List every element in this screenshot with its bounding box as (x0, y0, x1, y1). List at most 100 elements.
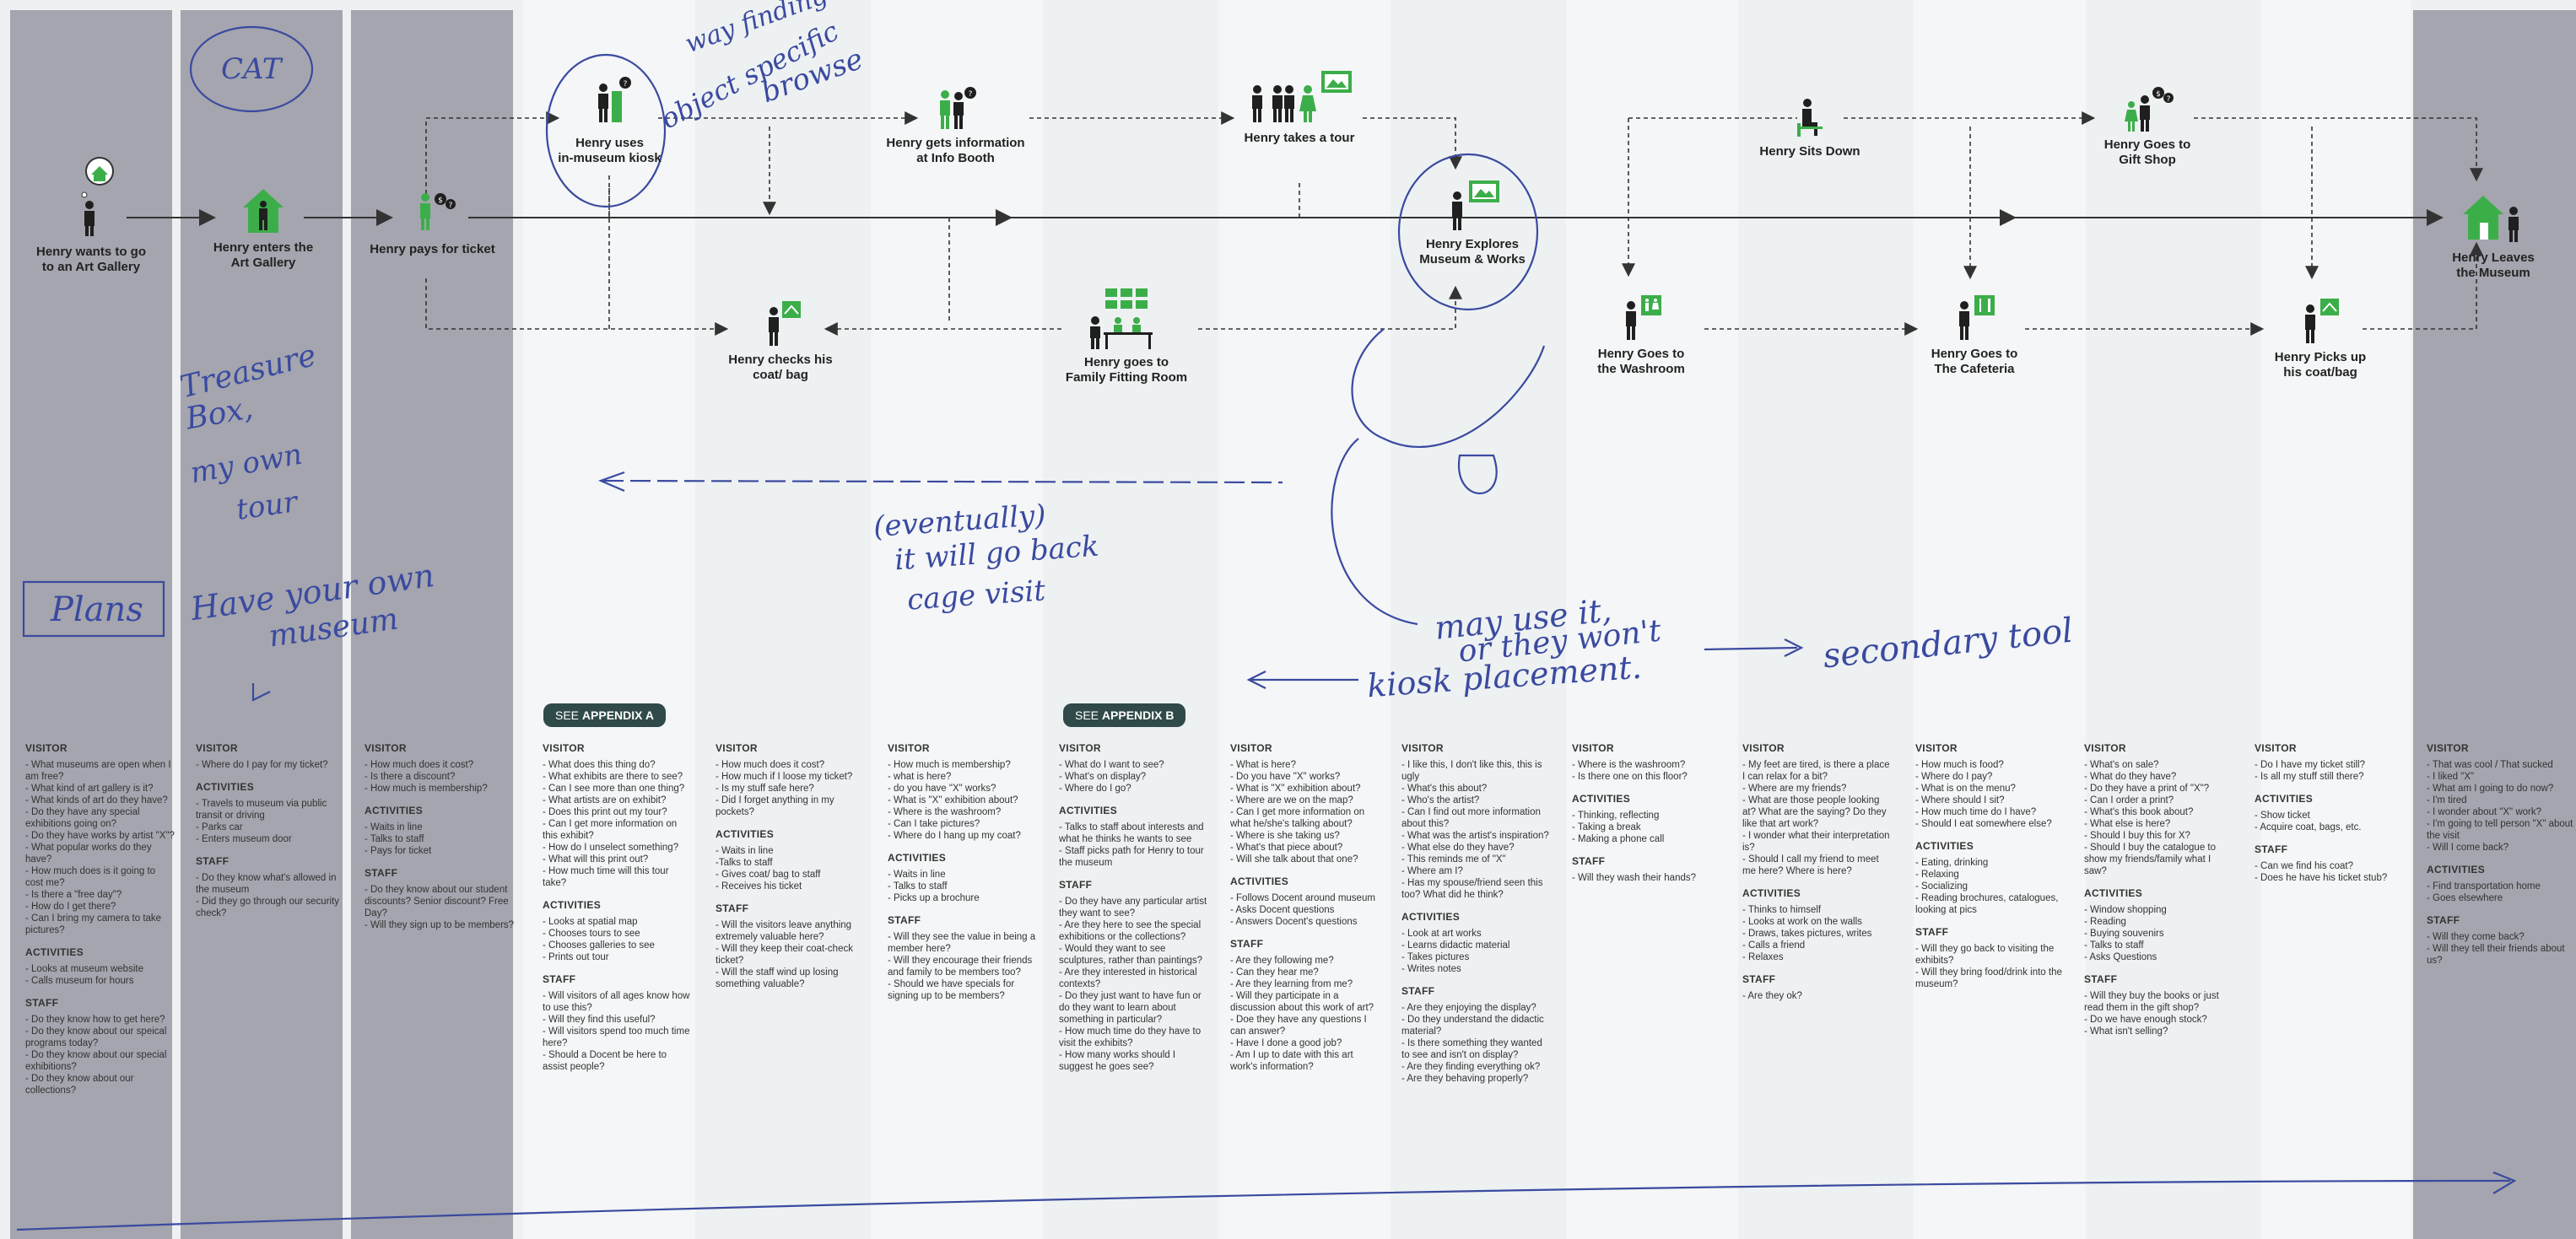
person-viewing-art-icon (1452, 180, 1499, 230)
list-item: - Where are my friends? (1742, 784, 1847, 794)
appendix-a-badge[interactable]: SEE APPENDIX A (543, 703, 666, 727)
list-item: - Prints out tour (543, 952, 609, 962)
list-item: - What is "X" exhibition about? (1230, 784, 1361, 794)
stage-column-7 (1045, 0, 1217, 1239)
stage-column-6 (871, 0, 1043, 1239)
node-family-room: Henry goes to Family Fitting Room (1055, 287, 1198, 385)
section-list: - Are they enjoying the display?- Do the… (1401, 1002, 1552, 1085)
stage-column-14 (2261, 0, 2411, 1239)
list-item: - Answers Docent's questions (1230, 917, 1358, 927)
list-item: - How much is membership? (365, 784, 488, 794)
node-explores: Henry Explores Museum & Works (1401, 177, 1544, 267)
section-list: - Will they come back?- Will they tell t… (2427, 931, 2576, 967)
list-item: - Do they know about our special exhibit… (25, 1050, 167, 1072)
section-list: - Do they have any particular artist the… (1059, 896, 1209, 1073)
list-item: - Can I order a print? (2084, 795, 2174, 805)
coat-check-icon (769, 301, 801, 346)
section-heading: ACTIVITIES (2427, 864, 2486, 875)
washroom-icon (1626, 295, 1661, 340)
node-label: Henry Leaves the Museum (2452, 250, 2535, 280)
list-item: - Will they go back to visiting the exhi… (1915, 944, 2055, 966)
list-item: - Buying souvenirs (2084, 929, 2164, 939)
list-item: - What's on sale? (2084, 760, 2159, 770)
list-item: - Should a Docent be here to assist peop… (543, 1050, 667, 1072)
list-item: - Do they know what's allowed in the mus… (196, 873, 337, 895)
list-item: - Do they have any special exhibitions g… (25, 807, 140, 829)
list-item: - Where do I pay for my ticket? (196, 760, 328, 770)
section-list: - Eating, drinking- Relaxing- Socializin… (1915, 857, 2066, 916)
list-item: - Will visitors of all ages know how to … (543, 991, 690, 1013)
list-item: - Taking a break (1572, 822, 1641, 832)
list-item: - Are they finding everything ok? (1401, 1062, 1541, 1072)
list-item: - I like this, I don't like this, this i… (1401, 760, 1542, 782)
list-item: - Relaxing (1915, 870, 1959, 880)
section-heading: ACTIVITIES (365, 805, 424, 816)
list-item: - Do they just want to have fun or do th… (1059, 991, 1202, 1025)
node-pickup-coat: Henry Picks up his coat/bag (2257, 297, 2384, 380)
section-list: - That was cool / That sucked- I liked "… (2427, 759, 2576, 854)
list-item: - Enters museum door (196, 834, 292, 844)
person-sitting-icon (1797, 99, 1823, 137)
list-item: - What popular works do they have? (25, 843, 152, 865)
list-item: - Calls a friend (1742, 940, 1806, 951)
list-item: - What kinds of art do they have? (25, 795, 168, 805)
section-list: - My feet are tired, is there a place I … (1742, 759, 1893, 877)
list-item: - How much is food? (1915, 760, 2004, 770)
stage-notes: VISITOR- That was cool / That sucked- I … (2427, 742, 2576, 967)
family-room-icon (1090, 288, 1153, 349)
list-item: - What do I want to see? (1059, 760, 1164, 770)
list-item: - Looks at spatial map (543, 917, 638, 927)
list-item: - Are they ok? (1742, 991, 1802, 1001)
stage-column-5 (697, 0, 869, 1239)
node-label: Henry Goes to Gift Shop (2103, 137, 2191, 167)
list-item: - Who's the artist? (1401, 795, 1480, 805)
section-heading: STAFF (2084, 973, 2118, 985)
list-item: - Draws, takes pictures, writes (1742, 929, 1872, 939)
list-item: - Can I find out more information about … (1401, 807, 1541, 829)
section-heading: STAFF (1059, 879, 1093, 891)
stage-notes: VISITOR- How much is membership?- what i… (888, 742, 1038, 1002)
section-list: - How much does it cost?- How much if I … (716, 759, 866, 818)
list-item: - What is "X" exhibition about? (888, 795, 1018, 805)
section-list: - I like this, I don't like this, this i… (1401, 759, 1552, 901)
list-item: - Eating, drinking (1915, 858, 1989, 868)
list-item: - What is on the menu? (1915, 784, 2016, 794)
svg-text:?: ? (448, 202, 452, 210)
list-item: - How much time do I have? (1915, 807, 2037, 817)
list-item: - Is all my stuff still there? (2255, 772, 2364, 782)
list-item: - What do they have? (2084, 772, 2177, 782)
section-list: - Thinking, reflecting- Taking a break- … (1572, 810, 1722, 845)
list-item: - Do they have any particular artist the… (1059, 897, 1207, 918)
stage-column-10 (1566, 0, 1738, 1239)
section-list: - Are they following me?- Can they hear … (1230, 955, 1380, 1073)
list-item: - What will this print out? (543, 854, 649, 865)
coat-pickup-icon (2305, 299, 2339, 343)
section-list: - Looks at museum website- Calls museum … (25, 963, 176, 987)
list-item: - Will they see the value in being a mem… (888, 932, 1036, 954)
section-list: - Will they wash their hands? (1572, 872, 1722, 884)
list-item: - That was cool / That sucked (2427, 760, 2553, 770)
section-list: - Do I have my ticket still?- Is all my … (2255, 759, 2405, 783)
list-item: - Doe they have any questions I can answ… (1230, 1015, 1367, 1037)
section-heading: STAFF (365, 867, 398, 879)
list-item: - What's this book about? (2084, 807, 2194, 817)
list-item: - Reading brochures, catalogues, looking… (1915, 893, 2059, 915)
list-item: - What was the artist's inspiration? (1401, 831, 1549, 841)
list-item: - Will the staff wind up losing somethin… (716, 967, 839, 989)
list-item: - Waits in line (716, 846, 774, 856)
list-item: - Chooses galleries to see (543, 940, 655, 951)
section-heading: ACTIVITIES (196, 781, 255, 793)
stage-notes: VISITOR- How much does it cost?- How muc… (716, 742, 866, 990)
list-item: - Where is the washroom? (1572, 760, 1686, 770)
node-label: Henry enters the Art Gallery (213, 240, 314, 270)
node-pays-ticket: $ ? Henry pays for ticket (359, 187, 506, 257)
section-list: - Where do I pay for my ticket? (196, 759, 346, 771)
svg-text:?: ? (2167, 95, 2171, 104)
list-item: - Will they buy the books or just read t… (2084, 991, 2219, 1013)
appendix-b-badge[interactable]: SEE APPENDIX B (1063, 703, 1186, 727)
person-at-info-booth-icon: ? (939, 87, 976, 129)
list-item: - Have I done a good job? (1230, 1038, 1342, 1048)
list-item: - Calls museum for hours (25, 976, 134, 986)
section-heading: STAFF (1742, 973, 1776, 985)
list-item: - This reminds me of "X" (1401, 854, 1506, 865)
